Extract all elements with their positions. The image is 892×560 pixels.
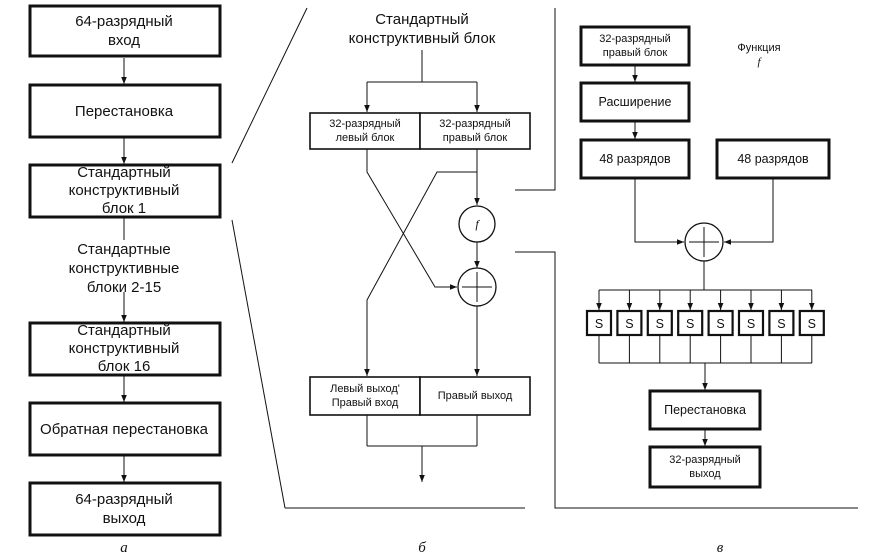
- block1-label: блок 1: [102, 200, 146, 217]
- right-to-left-output-line: [364, 171, 477, 376]
- right-block-box: [419, 112, 531, 150]
- panel-a: 64-разрядный вход Перестановка Стандартн…: [28, 4, 222, 556]
- output-64-label: выход: [103, 510, 146, 527]
- c-permutation-label: Перестановка: [664, 403, 746, 417]
- f-function-label: f: [475, 217, 480, 231]
- function-label: Функция: [737, 42, 780, 54]
- input-64-label: вход: [108, 32, 140, 49]
- c-output-label: выход: [689, 468, 721, 480]
- zoom-line-c-bottom: [515, 251, 858, 509]
- c-output-label: 32-разрядный: [669, 454, 741, 466]
- sbox-label: S: [747, 317, 755, 331]
- sbox: [798, 309, 825, 337]
- output-64-label: 64-разрядный: [75, 491, 173, 508]
- right-block-label: 32-разрядный: [439, 118, 511, 130]
- block16-label: конструктивный: [69, 340, 180, 357]
- left-to-xor-line: [634, 178, 684, 245]
- inverse-permutation-box: [28, 401, 222, 457]
- c-output-box: [648, 445, 762, 489]
- caption-a: а: [120, 540, 128, 556]
- block16-box: [28, 321, 222, 377]
- sbox-label: S: [625, 317, 633, 331]
- c-right-block-label: 32-разрядный: [599, 33, 671, 45]
- block16-label: блок 16: [98, 358, 151, 375]
- sbox-label: S: [777, 317, 785, 331]
- bits48-left-box: [579, 138, 691, 180]
- c-right-block-label: правый блок: [603, 47, 668, 59]
- caption-c: в: [717, 540, 724, 556]
- block1-label: конструктивный: [69, 182, 180, 199]
- function-symbol: f: [757, 56, 762, 68]
- zoom-line-top: [231, 7, 308, 164]
- expansion-label: Расширение: [599, 95, 672, 109]
- standard-block-title: Стандартный: [375, 11, 469, 28]
- sbox-label: S: [808, 317, 816, 331]
- left-output-box: [309, 376, 421, 416]
- caption-b: б: [418, 540, 426, 556]
- right-output-box: [419, 376, 531, 416]
- inverse-permutation-label: Обратная перестановка: [40, 421, 209, 438]
- bits48-right-label: 48 разрядов: [737, 152, 809, 166]
- sbox: [677, 309, 704, 337]
- left-to-xor-line: [366, 149, 457, 290]
- sbox-label: S: [716, 317, 724, 331]
- blocks-middle-label: блоки 2-15: [87, 279, 161, 296]
- right-output-label: Правый выход: [438, 390, 513, 402]
- blocks-middle-label: конструктивные: [69, 260, 180, 277]
- output-64-box: [28, 481, 222, 537]
- right-to-xor-line: [724, 178, 774, 245]
- block1-label: Стандартный: [77, 164, 171, 181]
- permutation-label: Перестановка: [75, 103, 174, 120]
- left-output-label: Левый выход': [330, 383, 400, 395]
- standard-block-title: конструктивный блок: [349, 30, 496, 47]
- sbox-label: S: [686, 317, 694, 331]
- block16-label: Стандартный: [77, 322, 171, 339]
- permutation-box: [28, 83, 222, 139]
- zoom-line-bottom: [231, 219, 286, 509]
- right-block-label: правый блок: [443, 132, 508, 144]
- blocks-middle-label: Стандартные: [77, 241, 171, 258]
- input-64-label: 64-разрядный: [75, 13, 173, 30]
- bits48-left-label: 48 разрядов: [599, 152, 671, 166]
- left-block-box: [309, 112, 421, 150]
- input-64-box: [28, 4, 222, 58]
- sbox-label: S: [595, 317, 603, 331]
- panel-b: Стандартный конструктивный блок 32-разря…: [309, 11, 531, 556]
- c-right-block-box: [579, 25, 691, 67]
- left-output-label: Правый вход: [332, 397, 399, 409]
- block1-box: [28, 163, 222, 219]
- zoom-line-c-top: [515, 8, 556, 191]
- panel-c: 32-разрядный правый блок Функция f Расши…: [579, 25, 831, 556]
- left-block-label: 32-разрядный: [329, 118, 401, 130]
- left-block-label: левый блок: [336, 132, 395, 144]
- sbox-label: S: [656, 317, 664, 331]
- c-permutation-box: [648, 389, 762, 431]
